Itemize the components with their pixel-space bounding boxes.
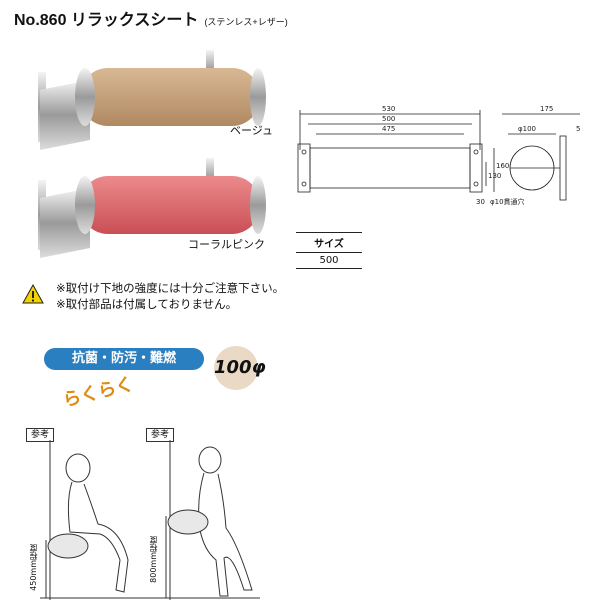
diameter-badge: 100φ <box>214 346 266 390</box>
dim-hole: φ10貫通穴 <box>490 197 525 206</box>
reference-label-standing: 参考 <box>146 428 175 442</box>
size-table: サイズ 500 <box>296 232 362 269</box>
variant-label-pink: コーラルピンク <box>188 238 265 251</box>
note-2: ※取付部品は付属しておりません。 <box>56 297 238 311</box>
height-label-seated: 450mm程度 <box>29 544 38 591</box>
reference-label-seated: 参考 <box>26 428 55 442</box>
dimension-labels: 530 500 475 130 160 30 φ10貫通穴 175 φ100 5 <box>382 105 580 206</box>
size-table-header: サイズ <box>296 232 362 253</box>
dim-160: 160 <box>496 162 509 170</box>
beige-seat-photo <box>38 50 266 150</box>
pink-seat-photo <box>38 158 266 258</box>
dim-30: 30 <box>476 198 485 206</box>
reference-figures <box>40 440 260 600</box>
dim-phi100: φ100 <box>518 125 536 133</box>
dim-530: 530 <box>382 105 395 113</box>
dim-475: 475 <box>382 125 395 133</box>
dimension-drawing: 530 500 475 130 160 30 φ10貫通穴 175 φ100 5 <box>297 105 580 206</box>
feature-banner: 抗菌・防汚・難燃 <box>44 348 204 370</box>
dim-175: 175 <box>540 105 553 113</box>
product-title: No.860 リラックスシート <box>14 12 199 29</box>
seated-person-figure <box>65 453 129 593</box>
material-note: (ステンレス+レザー) <box>204 17 288 27</box>
variant-label-beige: ベージュ <box>230 124 274 137</box>
dim-500: 500 <box>382 115 395 123</box>
tagline: らくらく <box>60 373 136 412</box>
size-table-value: 500 <box>296 252 362 269</box>
product-photos <box>38 50 266 258</box>
dim-130: 130 <box>488 172 501 180</box>
height-label-standing: 800mm程度 <box>149 536 158 583</box>
note-1: ※取付け下地の強度には十分ご注意下さい。 <box>56 281 285 295</box>
dim-5: 5 <box>576 125 580 133</box>
page-title: No.860 リラックスシート (ステンレス+レザー) <box>14 6 288 30</box>
warning-icon <box>22 284 44 304</box>
